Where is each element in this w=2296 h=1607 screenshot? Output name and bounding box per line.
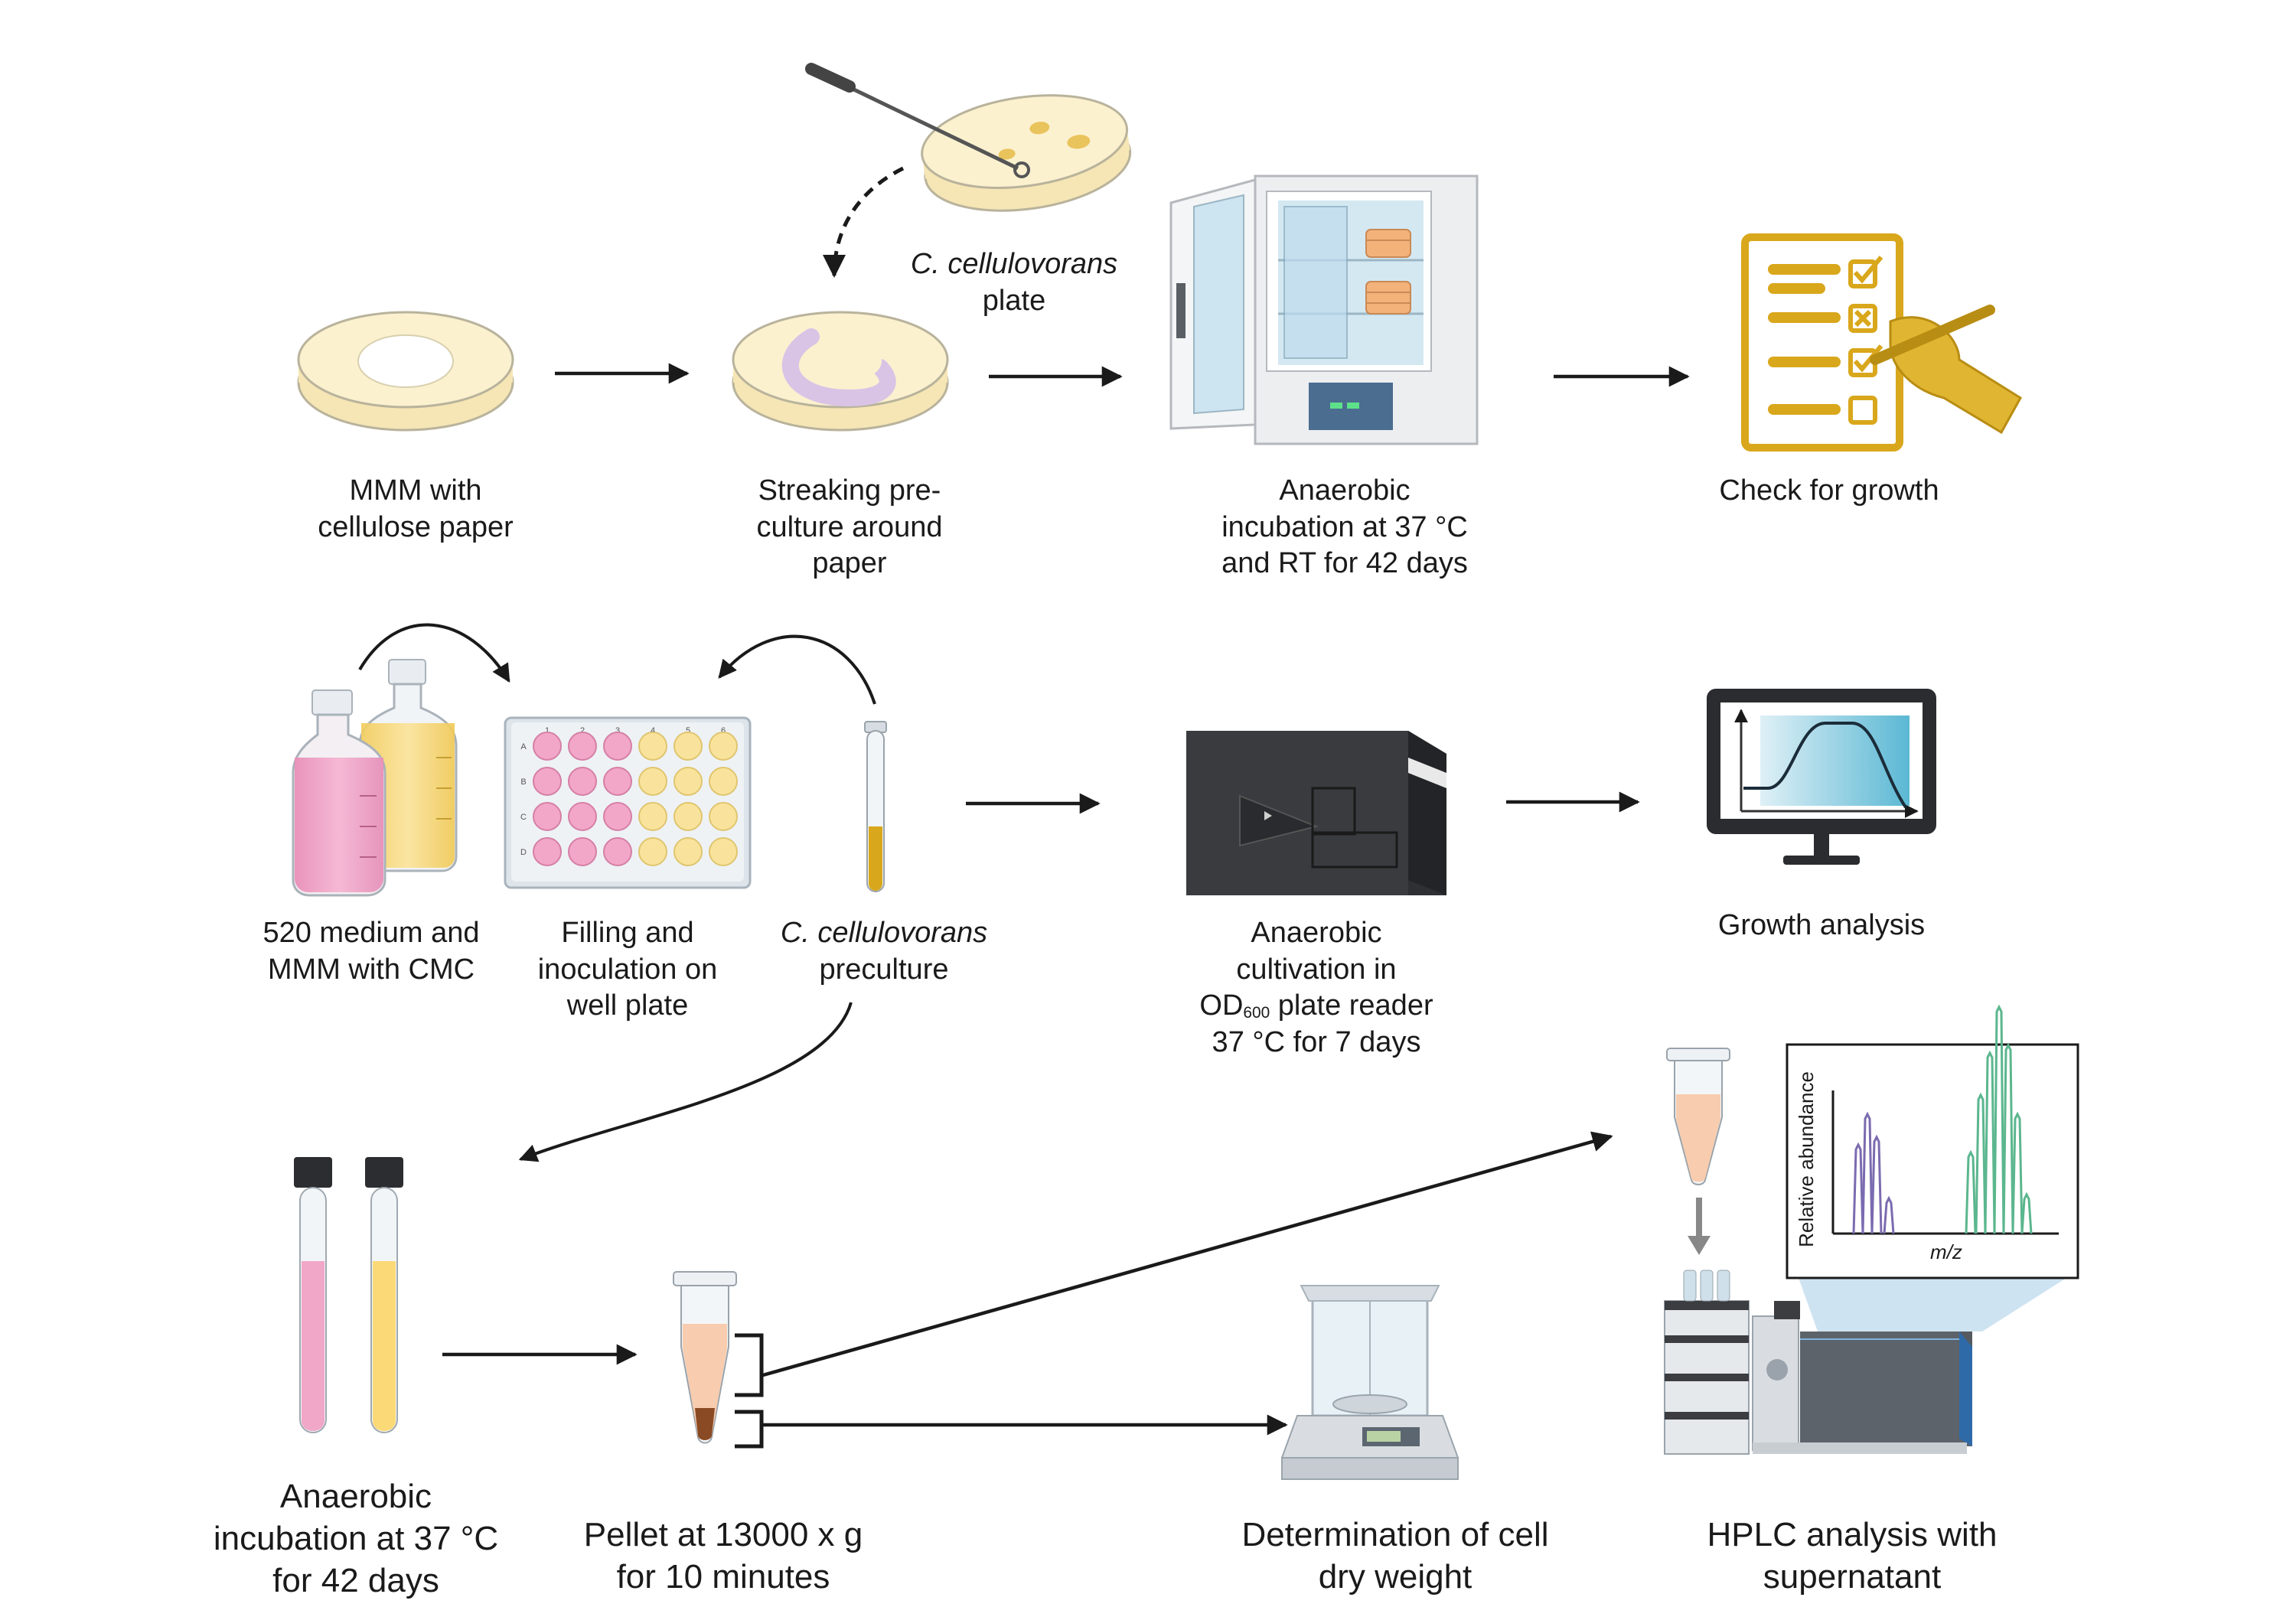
- well-row-label: C: [520, 813, 527, 822]
- label-growth-analysis: Growth analysis: [1717, 909, 1926, 941]
- culture-tubes-icon: [294, 1157, 403, 1433]
- well-row-label: D: [520, 848, 527, 857]
- spectrum-peak: [1852, 1142, 1864, 1234]
- well: [673, 767, 703, 796]
- analytical-balance-icon: [1280, 1285, 1459, 1480]
- well: [568, 767, 597, 796]
- well: [533, 802, 562, 831]
- arrow-preculture-to-tubes: [518, 1002, 853, 1162]
- hplc-system-icon: [1664, 1048, 1972, 1455]
- spectrum-peak: [2020, 1191, 2033, 1234]
- well-col-label: 3: [615, 726, 620, 735]
- label-cultivation: Anaerobic cultivation in OD600 plate rea…: [1199, 917, 1433, 1058]
- well-plate-icon: 1 2 3 4 5 6A B C D: [504, 716, 752, 889]
- spectrum-peak: [1993, 1004, 2005, 1234]
- inoculation-plate-icon: [805, 63, 1132, 212]
- well-row-label: B: [520, 777, 526, 787]
- plate-reader-icon: [1186, 731, 1446, 895]
- well: [638, 837, 667, 866]
- well: [603, 802, 632, 831]
- well: [533, 732, 562, 761]
- media-bottles-icon: [292, 659, 458, 897]
- well: [673, 802, 703, 831]
- well: [638, 767, 667, 796]
- spectrum-peak: [1861, 1111, 1874, 1234]
- spectrum-y-label: Relative abundance: [1794, 1071, 1818, 1247]
- well: [709, 837, 738, 866]
- spectrum-peak: [1965, 1149, 1977, 1234]
- mass-spectrum-panel: [1786, 1004, 2079, 1332]
- well-col-label: 6: [721, 726, 726, 735]
- well: [603, 837, 632, 866]
- spectrum-peak: [1870, 1134, 1883, 1234]
- mmm-petri-dish-icon: [297, 311, 514, 432]
- spectrum-x-label: m/z: [1930, 1240, 1962, 1263]
- growth-monitor-icon: [1707, 689, 1936, 865]
- spectrum-peak: [2011, 1111, 2024, 1234]
- spectrum-peak: [1984, 1050, 1996, 1234]
- well: [673, 732, 703, 761]
- well: [709, 732, 738, 761]
- arrow-supernatant-to-hplc: [762, 1131, 1613, 1377]
- well-col-label: 5: [686, 726, 690, 735]
- checklist-icon: [1741, 233, 2023, 451]
- well: [533, 837, 562, 866]
- well: [533, 767, 562, 796]
- well-col-label: 2: [580, 726, 585, 735]
- well-col-label: 4: [651, 726, 655, 735]
- label-check-growth: Check for growth: [1719, 474, 1939, 507]
- preculture-tube-icon: [864, 721, 887, 892]
- incubator-icon: [1169, 174, 1479, 445]
- arrow-preculture-to-plate: [718, 634, 876, 705]
- streaking-petri-dish-icon: [732, 311, 949, 432]
- well: [709, 802, 738, 831]
- well: [603, 767, 632, 796]
- well-col-label: 1: [545, 726, 550, 735]
- well: [568, 837, 597, 866]
- transfer-dashed-arrow: [823, 166, 905, 278]
- well: [638, 732, 667, 761]
- well: [568, 732, 597, 761]
- well: [603, 732, 632, 761]
- well: [568, 802, 597, 831]
- spectrum-peak: [1883, 1195, 1895, 1234]
- well: [709, 767, 738, 796]
- well: [638, 802, 667, 831]
- spectrum-peak: [2002, 1042, 2014, 1234]
- arrow-media-to-plate: [358, 623, 510, 683]
- pellet-tube-icon: [673, 1271, 737, 1444]
- spectrum-peak: [1975, 1092, 1987, 1234]
- well: [673, 837, 703, 866]
- well-row-label: A: [520, 742, 527, 751]
